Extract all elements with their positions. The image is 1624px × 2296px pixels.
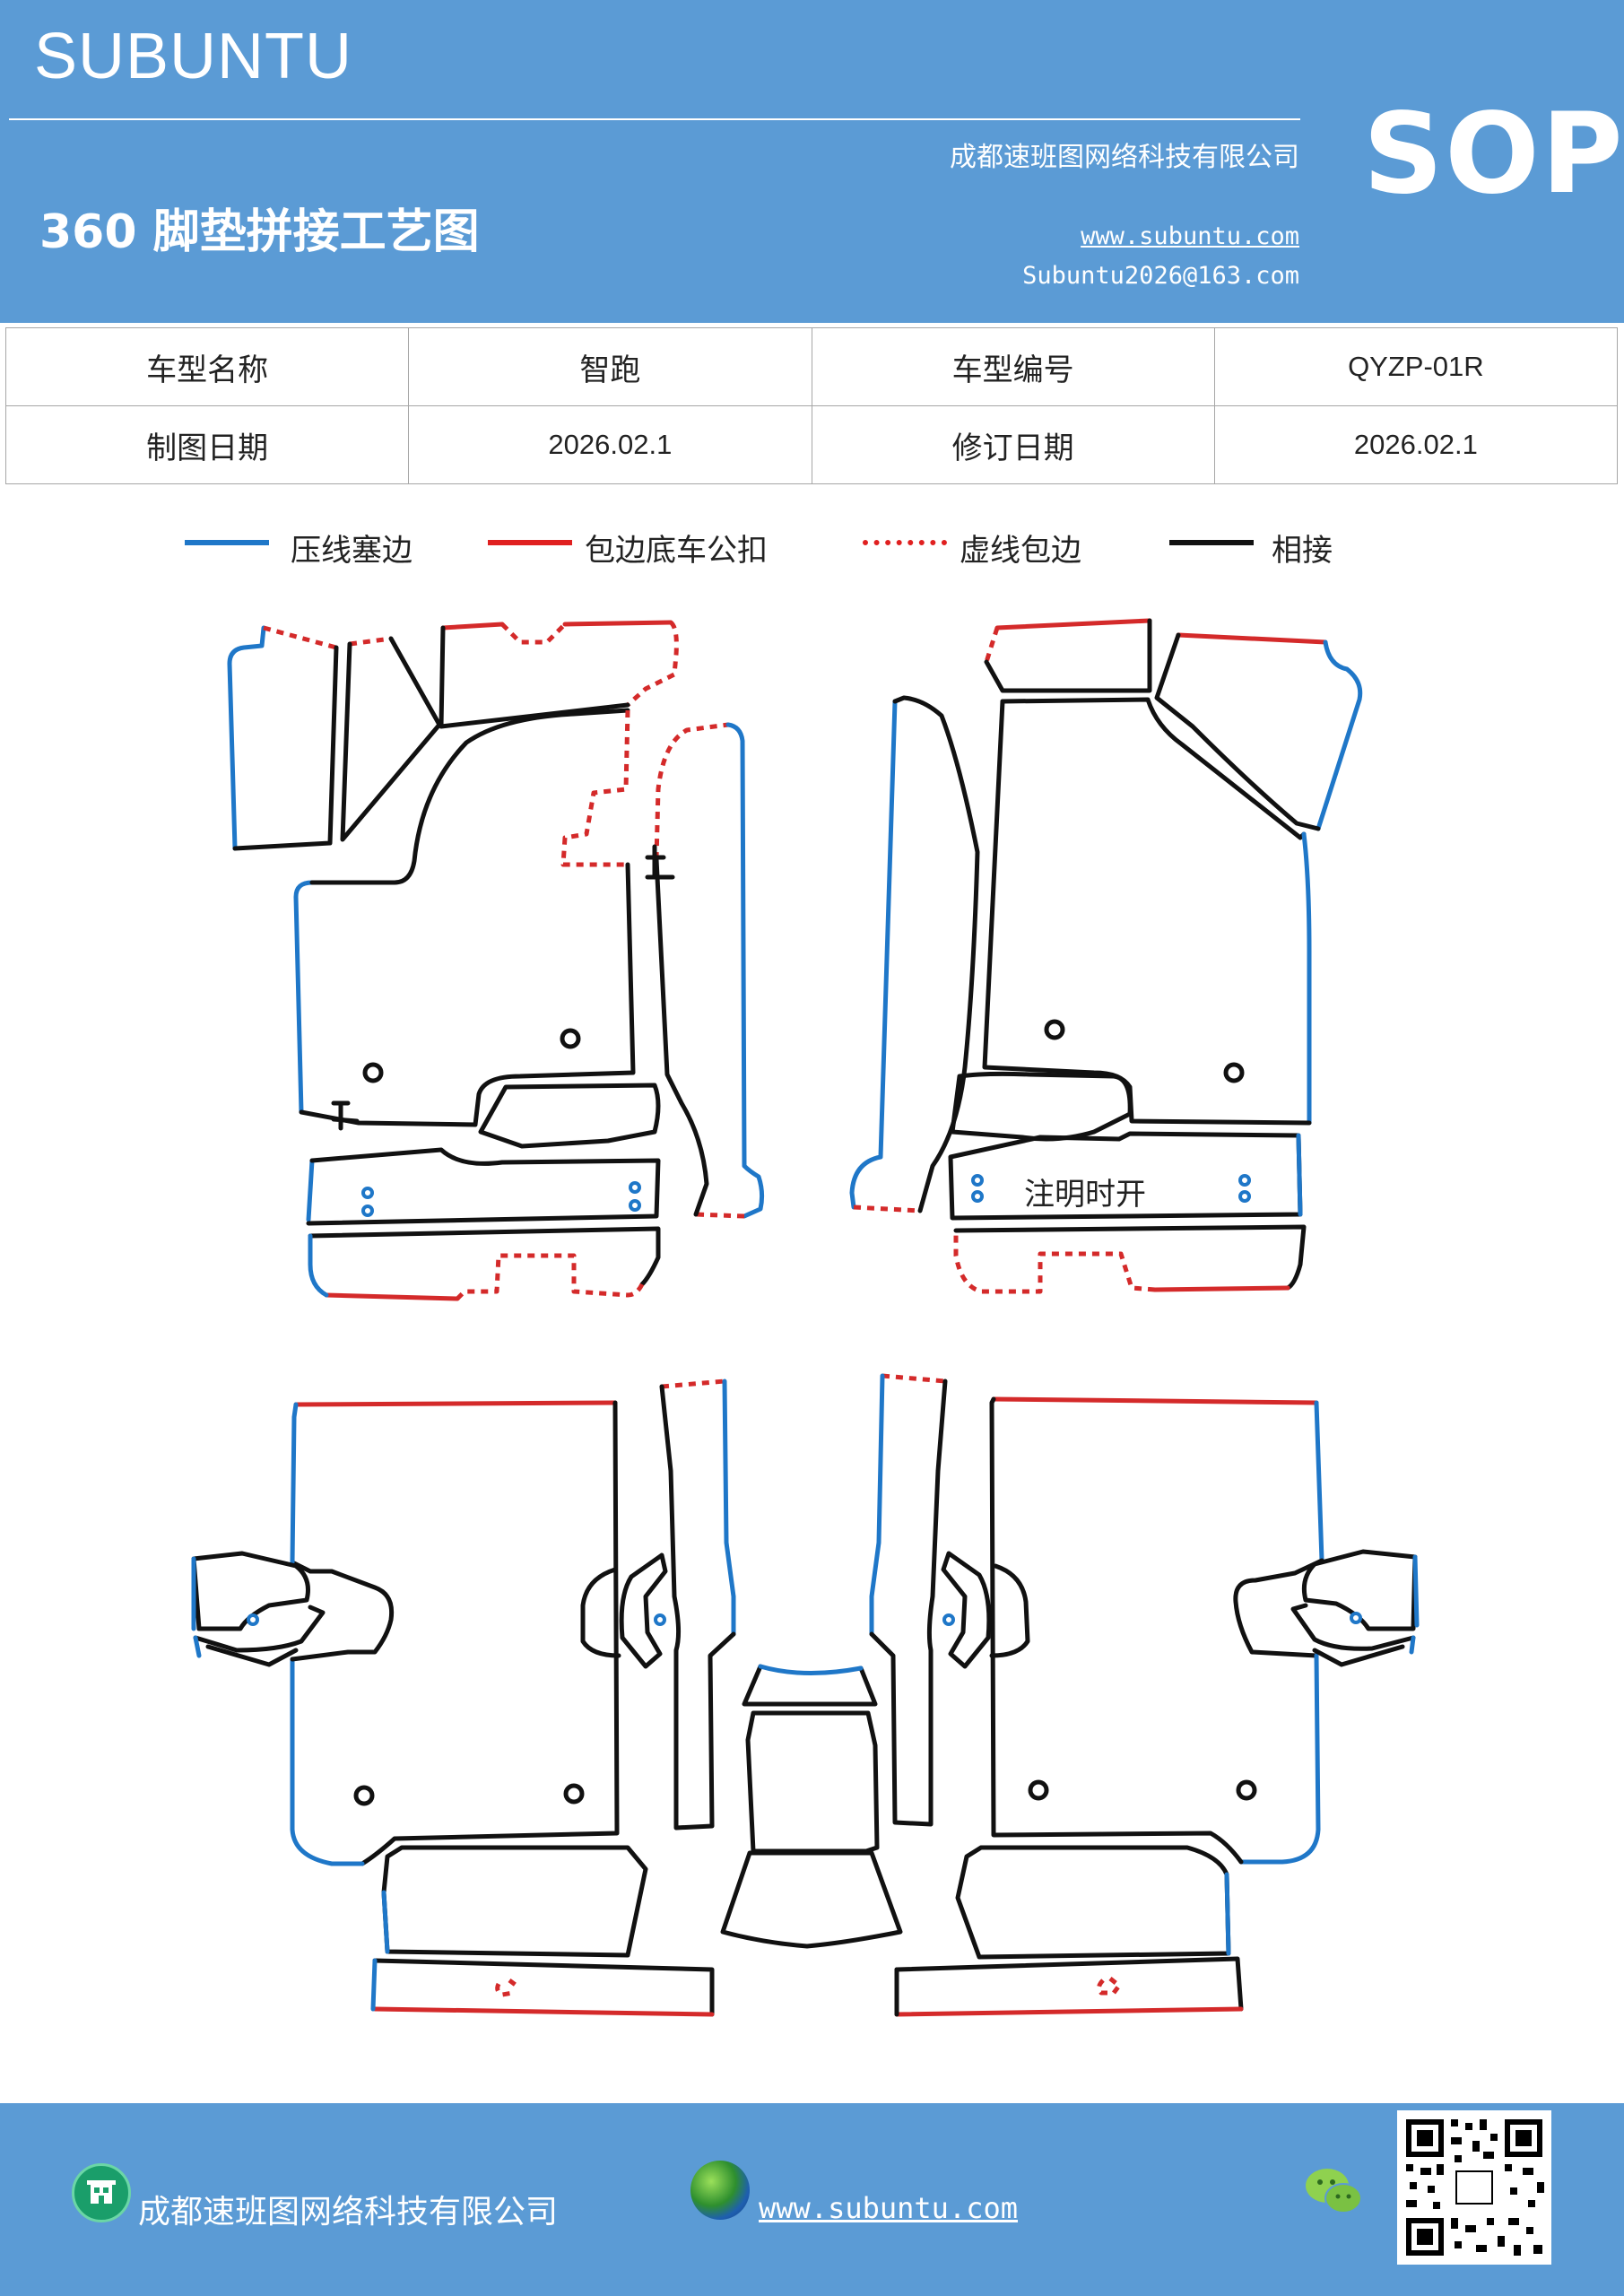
sop-label: SOP <box>1363 90 1624 219</box>
brand-name: SUBUNTU <box>34 21 353 92</box>
legend-label: 虚线包边 <box>960 533 1081 569</box>
website-link[interactable]: www.subuntu.com <box>1081 222 1299 250</box>
front-left-mat <box>227 620 765 1301</box>
rear-right-mat <box>869 1373 1420 2017</box>
label-cell: 修订日期 <box>811 405 1215 484</box>
value-cell: QYZP-01R <box>1213 327 1619 406</box>
rear-center-mat <box>720 1664 903 1949</box>
email-address: Subuntu2026@163.com <box>1022 262 1299 290</box>
front-right-mat <box>849 618 1363 1294</box>
legend-swatch-blue <box>185 540 269 545</box>
footer-website-link[interactable]: www.subuntu.com <box>759 2191 1018 2225</box>
label-cell: 车型编号 <box>811 327 1215 406</box>
label-cell: 车型名称 <box>4 327 410 406</box>
legend-swatch-red <box>488 540 572 545</box>
header-banner: SUBUNTU 成都速班图网络科技有限公司 360 脚垫拼接工艺图 www.su… <box>0 0 1624 323</box>
rear-left-mat <box>191 1378 736 2017</box>
vehicle-info-table: 车型名称 智跑 车型编号 QYZP-01R 制图日期 2026.02.1 修订日… <box>4 327 1619 484</box>
document-title: 360 脚垫拼接工艺图 <box>39 205 480 259</box>
value-cell: 智跑 <box>408 327 812 406</box>
legend-swatch-red-dotted <box>863 540 947 545</box>
globe-icon <box>690 2161 750 2220</box>
table-row: 车型名称 智跑 车型编号 QYZP-01R <box>4 327 1619 406</box>
footer-company-name: 成都速班图网络科技有限公司 <box>138 2194 559 2231</box>
table-row: 制图日期 2026.02.1 修订日期 2026.02.1 <box>4 405 1619 484</box>
annotation-text: 注明时开 <box>1024 1177 1146 1213</box>
footer-banner: 成都速班图网络科技有限公司 www.subuntu.com <box>0 2103 1624 2296</box>
qr-code[interactable] <box>1397 2110 1551 2265</box>
legend-swatch-black <box>1169 540 1254 545</box>
header-divider <box>9 118 1300 120</box>
company-name: 成都速班图网络科技有限公司 <box>950 142 1299 173</box>
legend: 压线塞边 包边底车公扣 虚线包边 相接 <box>0 518 1624 572</box>
value-cell: 2026.02.1 <box>408 405 812 484</box>
legend-label: 包边底车公扣 <box>585 533 768 569</box>
legend-label: 相接 <box>1272 533 1333 569</box>
building-icon <box>72 2163 131 2222</box>
wechat-icon <box>1306 2169 1362 2213</box>
value-cell: 2026.02.1 <box>1213 405 1619 484</box>
legend-label: 压线塞边 <box>291 533 413 569</box>
label-cell: 制图日期 <box>4 405 410 484</box>
